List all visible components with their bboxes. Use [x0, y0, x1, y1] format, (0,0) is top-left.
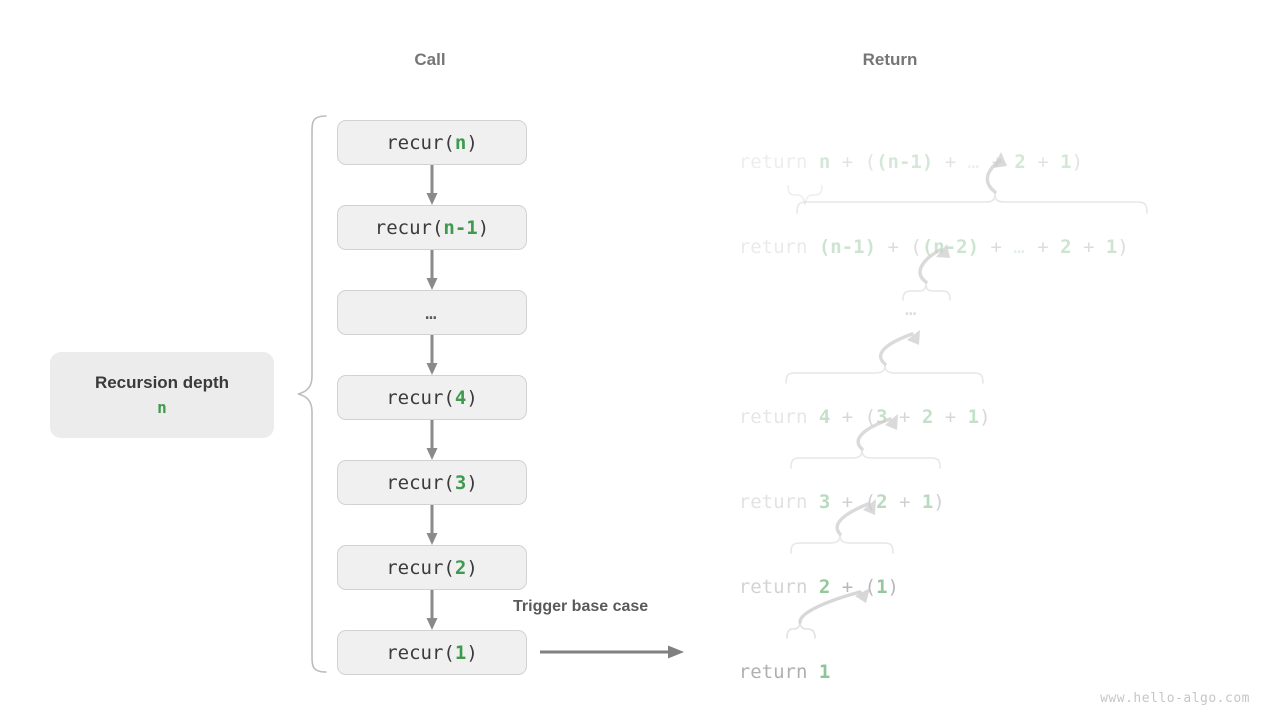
trigger-base-case-arrow-icon: [540, 645, 684, 659]
return-keyword: return: [738, 491, 819, 513]
return-brace-row2: [796, 192, 1148, 214]
return-row-7: return 1: [738, 661, 831, 683]
call-down-arrow-icon: [426, 335, 438, 375]
return-brace-row6: [790, 534, 894, 554]
recursion-depth-title: Recursion depth: [94, 373, 230, 393]
call-box-label: recur(2): [386, 556, 478, 579]
return-brace-row7: [786, 621, 816, 639]
return-row-ellipsis: …: [905, 298, 919, 320]
recursion-depth-brace: [297, 115, 327, 673]
call-down-arrow-icon: [426, 420, 438, 460]
return-row-5: return 3 + (2 + 1): [738, 491, 945, 513]
column-header-return: Return: [862, 50, 918, 69]
return-keyword: return: [738, 661, 819, 683]
return-arrow-4-to-ellipsis: [878, 332, 914, 366]
call-box-recur-4[interactable]: recur(4): [337, 375, 527, 420]
call-box-label: recur(3): [386, 471, 478, 494]
return-keyword: return: [738, 151, 819, 173]
trigger-base-case-label: Trigger base case: [513, 598, 649, 615]
call-box-recur-1[interactable]: recur(1): [337, 630, 527, 675]
watermark: www.hello-algo.com: [1100, 691, 1250, 706]
call-down-arrow-icon: [426, 590, 438, 630]
call-box-recur-2[interactable]: recur(2): [337, 545, 527, 590]
call-box-ellipsis[interactable]: …: [337, 290, 527, 335]
column-header-call: Call: [414, 50, 446, 69]
call-box-label: …: [425, 301, 439, 324]
return-brace-row5: [790, 449, 941, 469]
recursion-depth-label: Recursion depth n: [50, 352, 274, 438]
return-row-2: return (n-1) + ((n-2) + … + 2 + 1): [738, 236, 1129, 258]
return-keyword: return: [738, 406, 819, 428]
call-box-recur-3[interactable]: recur(3): [337, 460, 527, 505]
call-box-label: recur(4): [386, 386, 478, 409]
return-row-4: return 4 + (3 + 2 + 1): [738, 406, 991, 428]
call-box-label: recur(1): [386, 641, 478, 664]
return-row-1: return n + ((n-1) + … + 2 + 1): [738, 151, 1084, 173]
return-row-6: return 2 + (1): [738, 576, 899, 598]
call-box-label: recur(n): [386, 131, 478, 154]
return-keyword: return: [738, 236, 819, 258]
return-arrowhead-4-to-ellipsis: [907, 330, 920, 345]
call-down-arrow-icon: [426, 250, 438, 290]
call-box-label: recur(n-1): [374, 216, 490, 239]
recursion-depth-value: n: [157, 397, 167, 417]
return-brace-row4: [785, 364, 984, 384]
call-down-arrow-icon: [426, 505, 438, 545]
call-box-recur-n[interactable]: recur(n): [337, 120, 527, 165]
call-box-recur-n-1[interactable]: recur(n-1): [337, 205, 527, 250]
return-keyword: return: [738, 576, 819, 598]
call-down-arrow-icon: [426, 165, 438, 205]
